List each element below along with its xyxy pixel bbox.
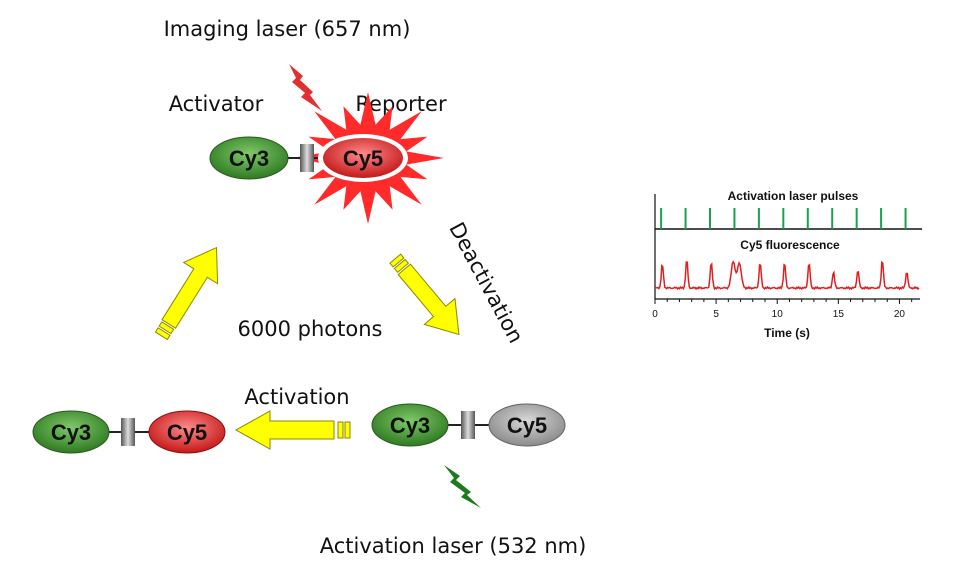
activation-left-arrow	[234, 410, 351, 450]
x-tick-label: 5	[713, 309, 719, 320]
deactivation-arrow	[389, 253, 460, 336]
cy5-dark-ellipse	[488, 403, 566, 447]
cy5-label: Cy5	[167, 420, 207, 445]
cy3-label: Cy3	[229, 146, 269, 171]
imaging-laser-label: Imaging laser (657 nm)	[164, 17, 411, 41]
cy3-ellipse	[209, 136, 289, 180]
cy5-active-ellipse	[323, 138, 403, 178]
photons-label: 6000 photons	[238, 317, 383, 341]
fluorescence-trace	[654, 260, 920, 291]
fluorescence-series-label: Cy5 fluorescence	[740, 238, 840, 252]
x-tick-label: 10	[772, 309, 784, 320]
cy5-label: Cy5	[507, 413, 547, 438]
activation-laser-bolt-icon	[444, 465, 481, 508]
activation-laser-label: Activation laser (532 nm)	[320, 534, 587, 558]
linker	[300, 144, 314, 172]
imaging-laser-bolt-icon	[289, 64, 322, 111]
top-molecule: Cy3 Cy5	[209, 134, 408, 182]
cy5-active-ellipse	[148, 410, 226, 454]
x-tick-label: 15	[833, 309, 845, 320]
cy3-ellipse	[371, 403, 449, 447]
cy3-label: Cy3	[51, 420, 91, 445]
linker	[461, 411, 475, 439]
activation-label: Activation	[244, 385, 349, 409]
activated-molecule: Cy3 Cy5	[32, 410, 226, 454]
activation-up-arrow	[154, 246, 219, 341]
x-ticks: 0 5 10 15 20	[652, 299, 913, 320]
cy3-ellipse	[32, 410, 110, 454]
switching-chart: Activation laser pulses Cy5 fluorescence…	[652, 189, 922, 340]
cy3-label: Cy3	[390, 413, 430, 438]
x-tick-label: 0	[652, 309, 658, 320]
x-axis-label: Time (s)	[764, 326, 810, 340]
pulses-series-label: Activation laser pulses	[728, 189, 859, 203]
x-tick-label: 20	[894, 309, 906, 320]
activator-label: Activator	[169, 92, 264, 116]
pulse-marks	[660, 208, 907, 229]
linker	[121, 418, 135, 446]
dark-molecule: Cy3 Cy5	[371, 403, 566, 447]
cy5-label: Cy5	[343, 146, 383, 171]
